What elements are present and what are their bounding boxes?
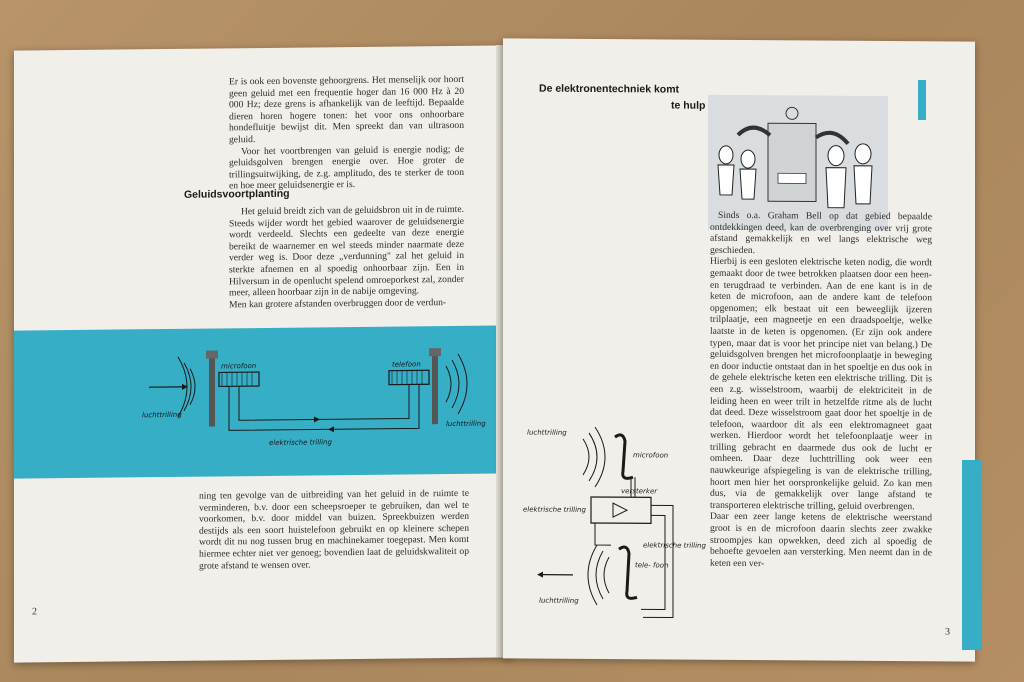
- label-luchttrilling-top: luchttrilling: [527, 429, 567, 437]
- figure-head-icon: [740, 149, 756, 169]
- figure-body-icon: [739, 168, 757, 200]
- current-arrow-icon: [314, 416, 320, 423]
- sound-wave-icon: [189, 368, 196, 405]
- page-number-left: 2: [32, 606, 37, 618]
- telephone-magnet-icon: [429, 348, 441, 357]
- right-para-3: Daar een zeer lange ketens de elektrisch…: [710, 511, 932, 569]
- wire: [594, 522, 611, 546]
- right-text: Sinds o.a. Graham Bell op dat gebied bep…: [710, 210, 932, 571]
- coil-windings: [391, 370, 423, 385]
- sound-wave-icon: [457, 353, 468, 415]
- teal-page-edge: [962, 460, 982, 650]
- microphone-plate-icon: [209, 356, 215, 427]
- label-luchttrilling-left: luchttrilling: [142, 411, 182, 419]
- amplifier-box-icon: [590, 496, 652, 524]
- left-top-text: Er is ook een bovenste gehoorgrens. Het …: [229, 74, 464, 192]
- valve-icon: [785, 106, 799, 120]
- telephone-handset-icon: [618, 545, 638, 600]
- amplifier-circuit-diagram: luchttrilling microfoon elektrische tril…: [523, 426, 706, 619]
- label-elektrische-trilling-right: elektrische trilling: [643, 541, 706, 549]
- sound-wave-icon: [603, 556, 610, 594]
- right-heading-line-1: De elektronentechniek komt: [539, 82, 680, 96]
- label-elektrische-trilling-left: elektrische trilling: [523, 505, 586, 513]
- right-heading-line-2: te hulp: [671, 99, 706, 112]
- microphone-coil-icon: [218, 371, 260, 388]
- figure-body-icon: [853, 165, 873, 205]
- sound-wave-icon: [445, 365, 452, 403]
- left-para-3: Het geluid breidt zich van de geluidsbro…: [229, 203, 464, 299]
- microphone-magnet-icon: [206, 350, 218, 359]
- cable-icon: [814, 130, 850, 146]
- outgoing-arrowhead: [537, 571, 543, 578]
- cable-icon: [736, 125, 772, 137]
- left-page: Er is ook een bovenste gehoorgrens. Het …: [14, 45, 511, 663]
- amplifier-cabinet-icon: [767, 122, 817, 203]
- amplifier-triangle-icon: [612, 502, 629, 518]
- telephone-coil-icon: [388, 369, 430, 386]
- sound-wave-icon: [582, 438, 590, 476]
- cartoon-figures: [717, 143, 873, 209]
- circuit-wire-upper: [238, 384, 410, 421]
- cabinet-panel-icon: [777, 172, 807, 184]
- wire: [643, 504, 674, 619]
- left-para-5: ning ten gevolge van de uitbreiding van …: [199, 487, 469, 572]
- teal-page-edge: [918, 80, 926, 120]
- sound-wave-icon: [183, 362, 192, 412]
- figure-head-icon: [718, 145, 734, 165]
- coil-windings: [221, 372, 253, 387]
- sound-wave-icon: [594, 426, 606, 488]
- sound-wave-icon: [588, 432, 598, 482]
- label-telefoon: telefoon: [392, 360, 421, 368]
- sound-wave-icon: [587, 544, 598, 606]
- wire: [641, 514, 666, 610]
- sound-wave-icon: [451, 359, 460, 409]
- cartoon-illustration: [708, 94, 888, 232]
- right-heading: De elektronentechniek komt te hulp: [539, 81, 705, 114]
- telephone-circuit-diagram: microfoon telefoon luchttrilling luchttr…: [142, 348, 486, 447]
- left-para-1: Er is ook een bovenste gehoorgrens. Het …: [229, 73, 464, 146]
- page-number-right: 3: [945, 626, 950, 638]
- label-luchttrilling-bottom: luchttrilling: [539, 597, 579, 605]
- left-para-4: Men kan grotere afstanden overbruggen do…: [229, 296, 447, 311]
- label-versterker: versterker: [621, 487, 658, 495]
- figure-head-icon: [854, 143, 872, 165]
- figure-body-icon: [717, 164, 735, 196]
- telephone-plate-icon: [432, 354, 438, 425]
- label-luchttrilling-right: luchttrilling: [446, 420, 486, 428]
- right-para-1: Sinds o.a. Graham Bell op dat gebied bep…: [710, 209, 932, 256]
- incoming-arrowhead: [182, 383, 188, 390]
- sound-wave-icon: [177, 356, 188, 418]
- figure-body-icon: [825, 167, 847, 209]
- current-arrow-icon: [328, 426, 334, 433]
- figure-head-icon: [827, 145, 845, 167]
- label-telefoon-right: tele- foon: [635, 561, 669, 569]
- microphone-handset-icon: [614, 433, 634, 480]
- left-bottom-text: ning ten gevolge van de uitbreiding van …: [199, 488, 469, 572]
- right-para-2: Hierbij is een gesloten elektrische kete…: [710, 256, 932, 513]
- label-elektrische-trilling: elektrische trilling: [269, 438, 332, 447]
- right-page: De elektronentechniek komt te hulp Sinds…: [503, 38, 975, 662]
- sound-wave-icon: [595, 550, 604, 600]
- left-heading: Geluidsvoortplanting: [184, 187, 290, 201]
- left-mid-text: Het geluid breidt zich van de geluidsbro…: [229, 204, 464, 311]
- circuit-wire-lower: [228, 384, 420, 431]
- left-para-2: Voor het voortbrengen van geluid is ener…: [229, 143, 464, 192]
- label-microfoon-right: microfoon: [633, 451, 668, 459]
- label-microfoon: microfoon: [221, 362, 256, 370]
- diagram-band-left: microfoon telefoon luchttrilling luchttr…: [14, 325, 511, 479]
